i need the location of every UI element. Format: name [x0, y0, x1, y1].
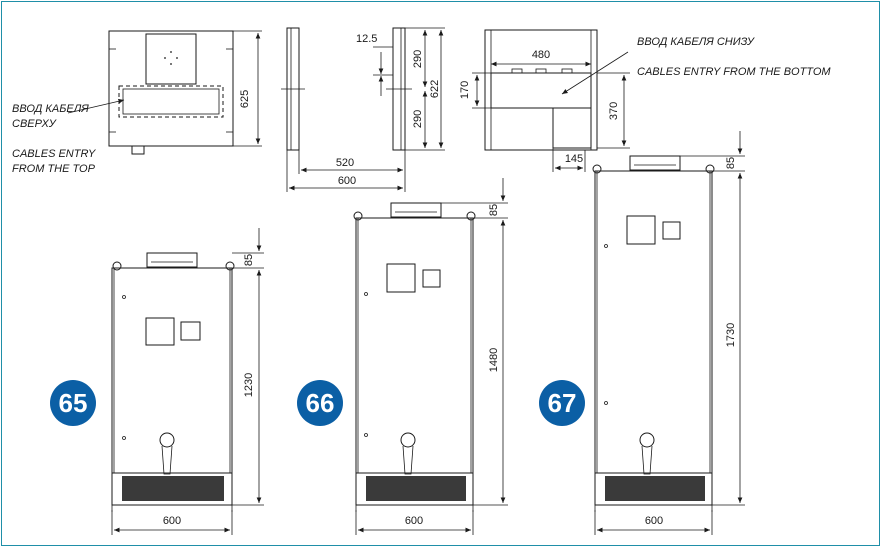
cabinet-67 — [592, 131, 745, 535]
dim-bottom-offset: 145 — [565, 153, 583, 165]
dim-lower: 290 — [412, 110, 424, 128]
dim-65-height: 1230 — [243, 373, 255, 397]
dim-65-top: 85 — [243, 254, 255, 266]
note-top-en: CABLES ENTRY — [12, 148, 96, 160]
dim-upper: 290 — [412, 50, 424, 68]
dim-67-width: 600 — [645, 515, 663, 527]
top-view — [108, 30, 262, 155]
badge-67-circle — [539, 380, 585, 426]
dim-gap: 12.5 — [356, 33, 377, 45]
badge-65: 65 — [50, 380, 96, 426]
note-bottom-ru: ВВОД КАБЕЛЯ СНИЗУ — [637, 36, 755, 48]
dim-66-top: 85 — [488, 204, 500, 216]
dim-overall: 622 — [429, 80, 441, 98]
note-top-en2: FROM THE TOP — [12, 163, 96, 175]
note-bottom-en: CABLES ENTRY FROM THE BOTTOM — [637, 66, 831, 78]
side-view-1 — [281, 27, 305, 151]
cabinet-66 — [353, 178, 508, 535]
dim-bottom-width: 480 — [532, 49, 550, 61]
badge-66-label: 66 — [306, 388, 335, 418]
note-top-ru: ВВОД КАБЕЛЯ — [12, 103, 89, 115]
dim-side-total: 600 — [338, 175, 356, 187]
dim-bottom-height: 370 — [608, 102, 620, 120]
badge-65-circle — [50, 380, 96, 426]
badge-66: 66 — [297, 380, 343, 426]
note-top-ru2: СВЕРХУ — [12, 118, 57, 130]
badge-67-label: 67 — [548, 388, 577, 418]
dim-side-width: 520 — [336, 157, 354, 169]
dim-67-top: 85 — [725, 157, 737, 169]
badge-67: 67 — [539, 380, 585, 426]
dim-66-height: 1480 — [488, 348, 500, 372]
bottom-entry-view — [472, 29, 630, 172]
badge-65-label: 65 — [59, 388, 88, 418]
dim-67-height: 1730 — [725, 323, 737, 347]
dim-65-width: 600 — [163, 515, 181, 527]
cabinet-65 — [111, 228, 264, 535]
dim-66-width: 600 — [405, 515, 423, 527]
badge-66-circle — [297, 380, 343, 426]
side-view-2 — [286, 27, 445, 192]
dim-bottom-depth: 170 — [459, 81, 471, 99]
dim-top-height: 625 — [239, 90, 251, 108]
